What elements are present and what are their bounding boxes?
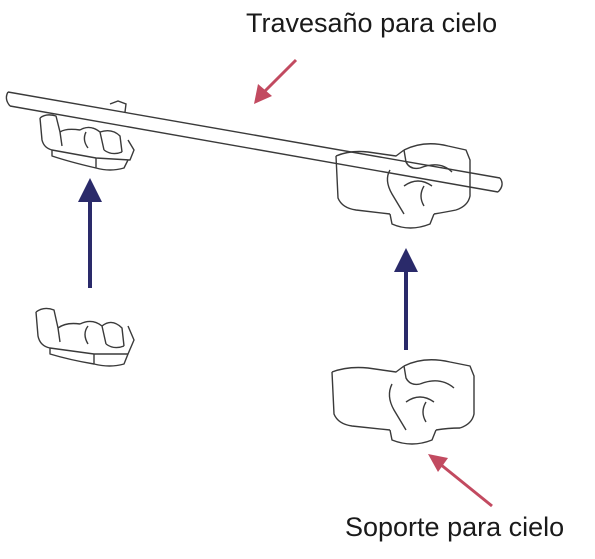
ceiling-rail [6,92,502,192]
ceiling-clip-attached-left [40,115,134,170]
clip-label: Soporte para cielo [345,512,564,543]
pointer-arrow-clip [428,454,492,506]
move-up-arrow-right [394,248,418,350]
ceiling-clip-right [332,360,474,444]
rail-label: Travesaño para cielo [246,8,497,39]
ceiling-clip-left [36,308,134,366]
pointer-arrow-rail [254,60,296,104]
move-up-arrow-left [78,178,102,288]
ceiling-clip-attached-right [336,144,470,228]
